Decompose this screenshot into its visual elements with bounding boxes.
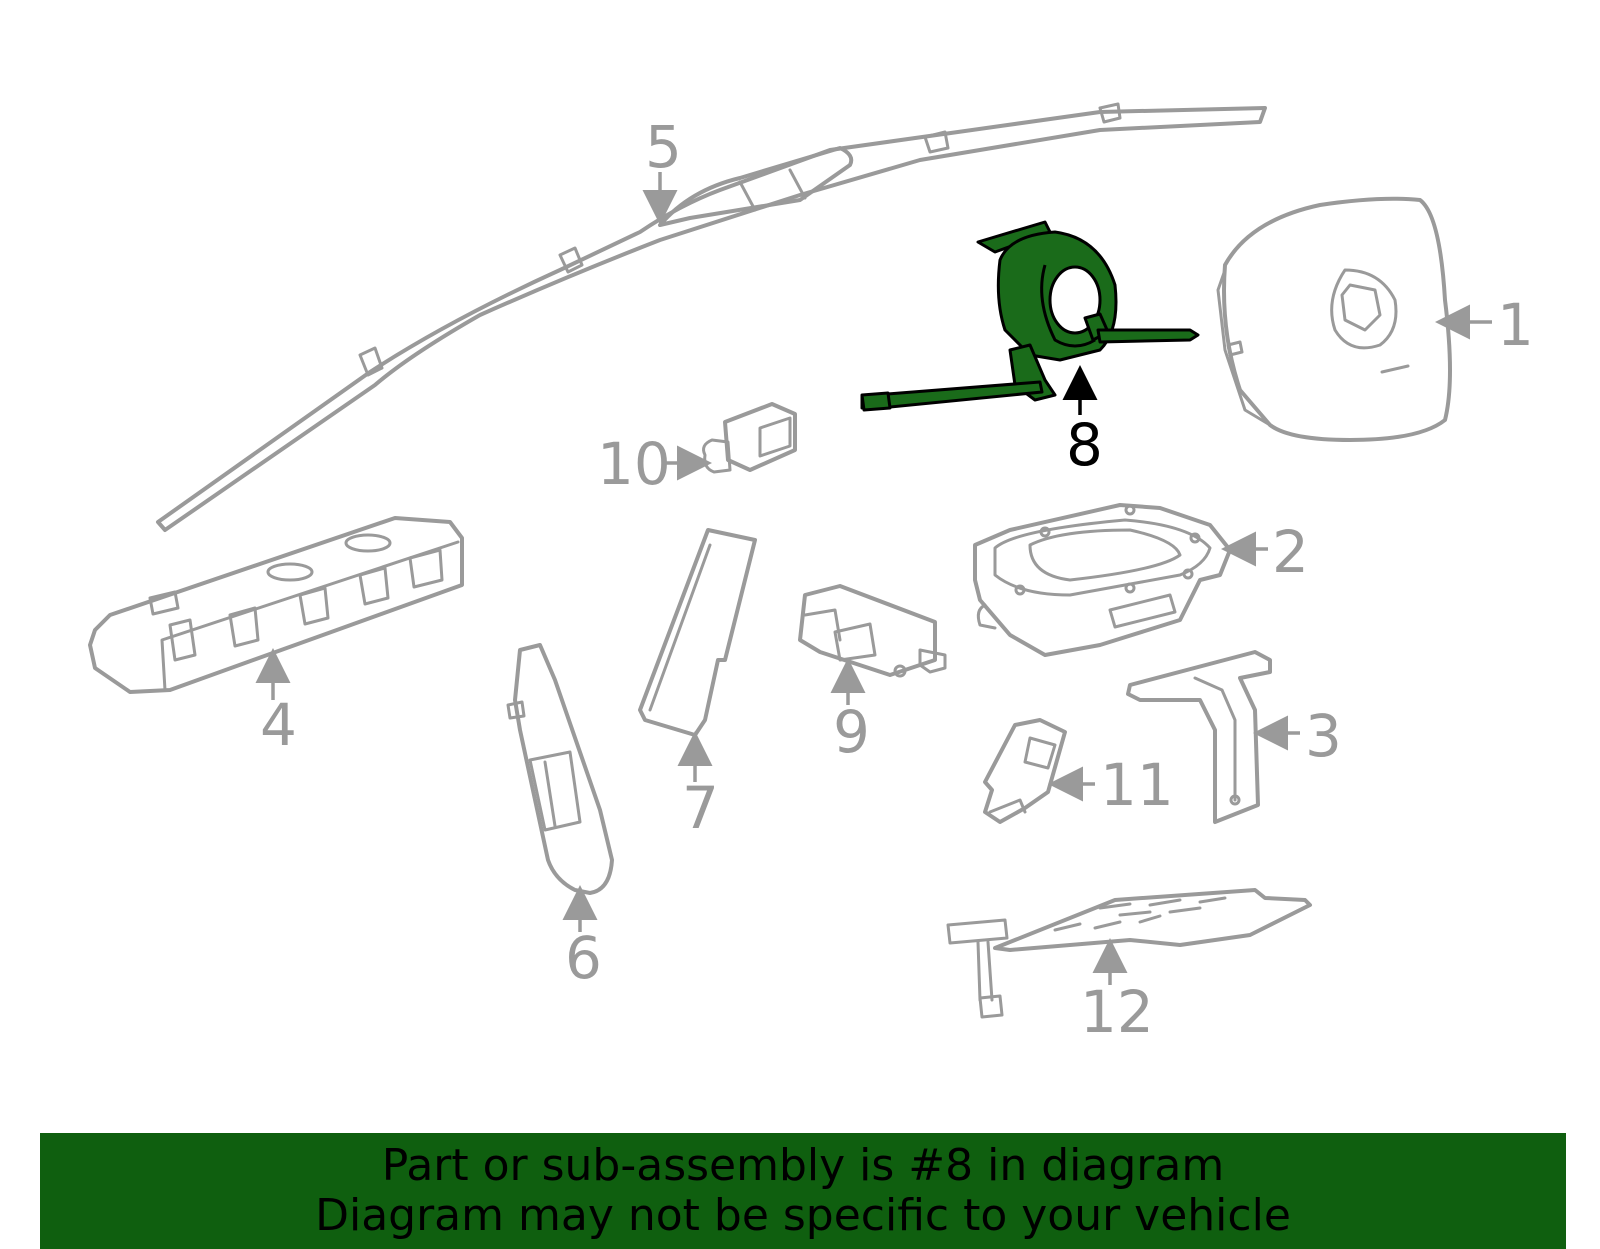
part-2-passenger-airbag[interactable] <box>973 503 1232 657</box>
part-11-sensor[interactable] <box>983 718 1067 824</box>
callout-7: 7 <box>682 774 719 842</box>
callout-10: 10 <box>597 430 671 498</box>
banner-part-note: Part or sub-assembly is #8 in diagram <box>381 1140 1225 1191</box>
callout-4: 4 <box>260 691 297 759</box>
callout-2: 2 <box>1272 518 1309 586</box>
callout-8: 8 <box>1066 411 1103 479</box>
part-12-seat-sensor-mat[interactable] <box>946 888 1312 1019</box>
info-banner: Part or sub-assembly is #8 in diagram Di… <box>40 1133 1566 1249</box>
callout-12: 12 <box>1080 978 1154 1046</box>
part-4-knee-airbag[interactable] <box>88 516 464 694</box>
callout-11: 11 <box>1100 751 1174 819</box>
part-10-impact-sensor[interactable] <box>702 402 797 474</box>
part-3-bracket[interactable] <box>1126 650 1272 824</box>
part-8-clockspring[interactable] <box>860 220 1200 412</box>
part-6-seat-airbag[interactable] <box>506 643 614 895</box>
part-5-curtain-airbag[interactable] <box>156 102 1267 532</box>
callout-3: 3 <box>1305 702 1342 770</box>
callout-1: 1 <box>1497 291 1534 359</box>
callout-6: 6 <box>565 924 602 992</box>
callout-9: 9 <box>833 698 870 766</box>
part-7-side-airbag[interactable] <box>638 528 757 737</box>
part-1-driver-airbag[interactable] <box>1216 196 1452 442</box>
callout-5: 5 <box>645 113 682 181</box>
part-9-control-module[interactable] <box>798 584 947 678</box>
banner-disclaimer: Diagram may not be specific to your vehi… <box>315 1190 1291 1241</box>
